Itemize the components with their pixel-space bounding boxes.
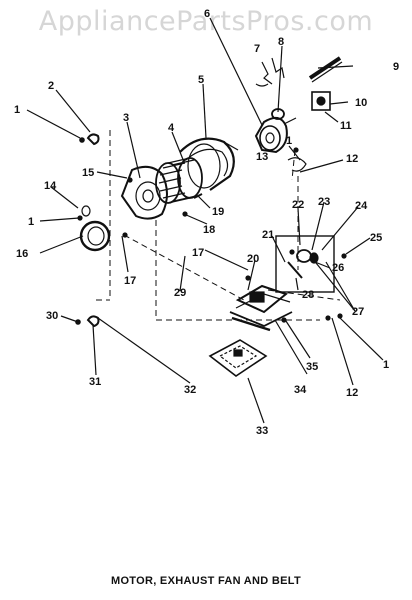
part-14-washer — [81, 205, 91, 217]
part-12-screw-lower — [325, 315, 331, 321]
part-19-screw — [193, 193, 203, 199]
idler-assembly — [275, 235, 347, 293]
part-13-motor — [254, 116, 297, 154]
callout-17: 17 — [124, 275, 136, 287]
part-2-clip — [79, 133, 100, 146]
part-9-belt — [308, 56, 343, 83]
part-1-screw-lower — [337, 313, 343, 319]
callout-32: 32 — [184, 384, 196, 396]
callout-16: 16 — [16, 248, 28, 260]
part-1-screw-upper — [293, 147, 299, 153]
callout-22: 22 — [292, 199, 304, 211]
part-4-blower-wheel — [155, 157, 203, 204]
callout-19: 19 — [212, 206, 224, 218]
part-18-screw — [182, 211, 188, 217]
part-34-motor-mount — [229, 275, 293, 332]
callout-7: 7 — [254, 43, 260, 55]
callout-10: 10 — [355, 97, 367, 109]
part-10-bracket — [311, 91, 331, 111]
watermark: AppliancePartsPros.com — [38, 6, 374, 37]
callout-25: 25 — [370, 232, 382, 244]
callout-15: 15 — [82, 167, 94, 179]
part-17-screw — [122, 232, 128, 238]
callout-5: 5 — [198, 74, 204, 86]
part-16-ring — [79, 220, 111, 252]
part-7-harness — [255, 57, 285, 87]
callout-1: 1 — [14, 104, 20, 116]
callout-1: 1 — [286, 135, 292, 147]
callout-31: 31 — [89, 376, 101, 388]
callout-26: 26 — [332, 262, 344, 274]
callout-30: 30 — [46, 310, 58, 322]
callout-29: 29 — [174, 287, 186, 299]
part-1-screw — [77, 215, 83, 221]
part-33-base-plate — [208, 339, 268, 377]
callout-34: 34 — [294, 384, 307, 396]
callout-2: 2 — [48, 80, 54, 92]
callout-1: 1 — [383, 359, 389, 371]
callout-1: 1 — [28, 216, 34, 228]
callout-20: 20 — [247, 253, 259, 265]
callout-12: 12 — [346, 387, 358, 399]
callout-17: 17 — [192, 247, 204, 259]
part-3-housing-cover — [120, 165, 168, 220]
part-31-clip — [75, 315, 100, 328]
part-5-blower-housing — [179, 137, 239, 191]
callout-23: 23 — [318, 196, 330, 208]
diagram-caption: MOTOR, EXHAUST FAN AND BELT — [110, 575, 301, 587]
callout-6: 6 — [204, 8, 210, 20]
callout-8: 8 — [278, 36, 284, 48]
callout-12: 12 — [346, 153, 358, 165]
callout-14: 14 — [44, 180, 57, 192]
callout-33: 33 — [256, 425, 268, 437]
callout-4: 4 — [168, 122, 175, 134]
callout-21: 21 — [262, 229, 274, 241]
callout-9: 9 — [393, 61, 399, 73]
callout-11: 11 — [340, 120, 352, 132]
callout-labels: 1 2 3 4 5 6 7 8 9 10 11 1 12 13 14 15 1 … — [14, 8, 399, 437]
callout-35: 35 — [306, 361, 318, 373]
callout-18: 18 — [203, 224, 215, 236]
part-12-spring — [287, 157, 307, 172]
callout-3: 3 — [123, 112, 129, 124]
callout-27: 27 — [352, 306, 364, 318]
callout-24: 24 — [355, 200, 368, 212]
callout-13: 13 — [256, 151, 268, 163]
callout-28: 28 — [302, 289, 314, 301]
part-8-pulley — [271, 108, 285, 120]
